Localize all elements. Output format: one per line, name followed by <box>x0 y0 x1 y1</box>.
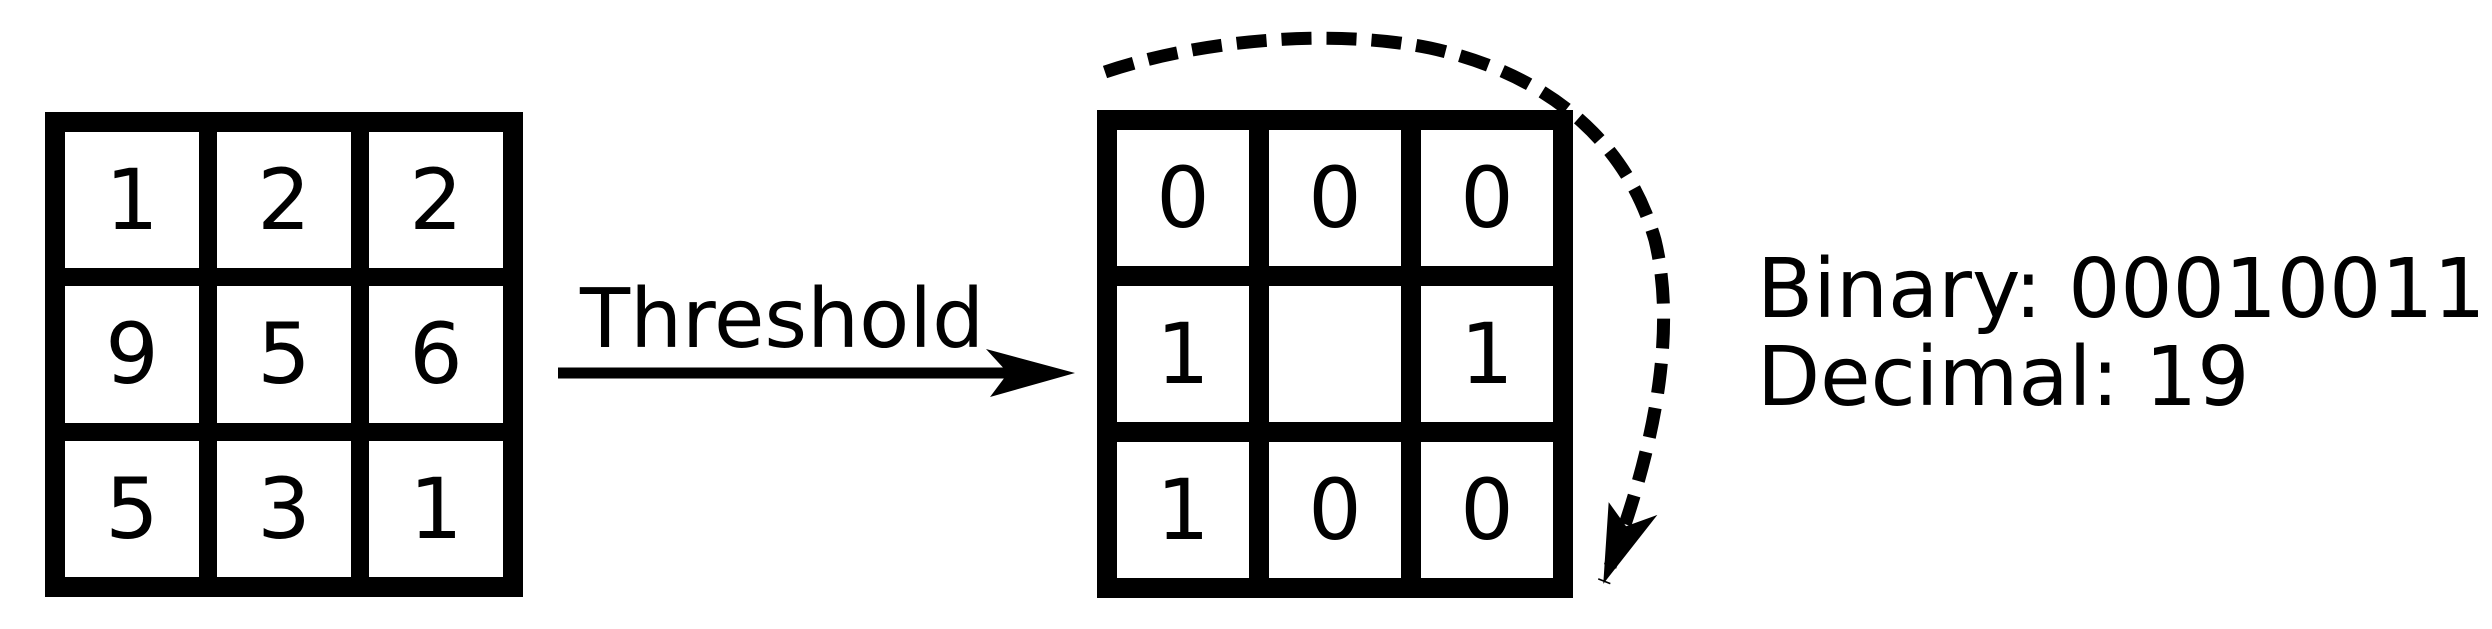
right-grid-cell: 0 <box>1269 442 1401 578</box>
left-grid-cell: 1 <box>65 132 199 269</box>
threshold-arrow-head <box>986 349 1075 397</box>
binary-line: Binary: 00010011 <box>1757 242 2486 337</box>
right-grid-cell: 0 <box>1421 442 1553 578</box>
left-grid-cell-center: 5 <box>217 286 351 423</box>
left-grid-cell: 6 <box>369 286 503 423</box>
decimal-line: Decimal: 19 <box>1757 330 2250 425</box>
left-grid-cell: 3 <box>217 440 351 577</box>
right-grid-cell: 1 <box>1117 286 1249 422</box>
left-grid-cell: 2 <box>217 132 351 269</box>
right-grid-cell: 0 <box>1269 130 1401 266</box>
left-grid-cell: 5 <box>65 440 199 577</box>
left-grid-cell: 2 <box>369 132 503 269</box>
right-grid-cell-center-empty <box>1269 286 1401 422</box>
result-text: Binary: 00010011 Decimal: 19 <box>1757 246 2486 422</box>
right-grid-cell: 0 <box>1421 130 1553 266</box>
pixel-values-grid: 1 2 2 9 5 6 5 3 1 <box>45 112 523 597</box>
threshold-label: Threshold <box>580 272 985 367</box>
right-grid-cell: 1 <box>1117 442 1249 578</box>
right-grid-cell: 0 <box>1117 130 1249 266</box>
left-grid-cell: 9 <box>65 286 199 423</box>
binary-result-grid: 0 0 0 1 1 1 0 0 <box>1097 110 1573 598</box>
right-grid-cell: 1 <box>1421 286 1553 422</box>
left-grid-cell: 1 <box>369 440 503 577</box>
